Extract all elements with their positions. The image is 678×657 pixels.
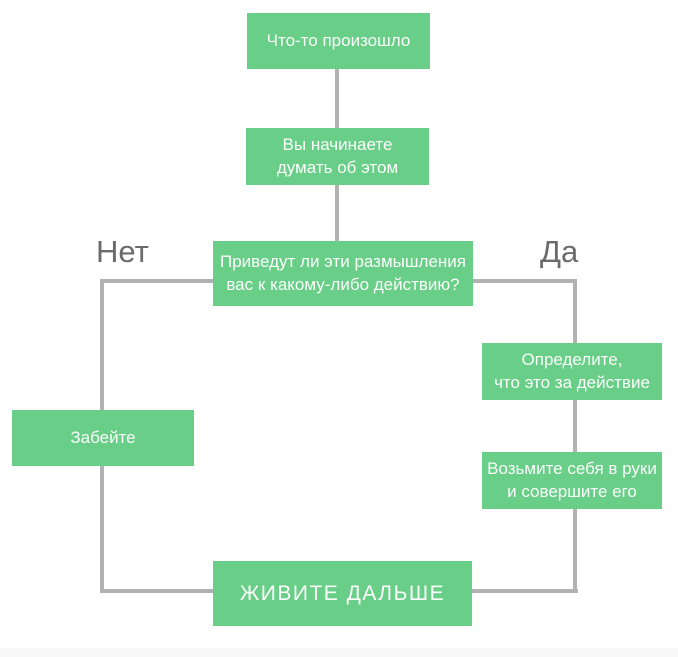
node-forget-label: Забейте	[70, 427, 136, 447]
node-think-line1: Вы начинаете	[282, 135, 393, 155]
node-define-line2: что это за действие	[494, 372, 650, 392]
connector-yes-horizontal	[473, 279, 577, 283]
node-forget: Забейте	[12, 410, 194, 466]
node-act-line2: и совершите его	[507, 481, 637, 501]
branch-label-no: Нет	[96, 234, 149, 269]
node-decision-line2: вас к какому-либо действию?	[226, 274, 460, 294]
node-decision-line1: Приведут ли эти размышления	[220, 252, 466, 272]
connector-no-horizontal	[100, 279, 213, 283]
branch-label-yes: Да	[540, 234, 579, 269]
page-bottom-band	[0, 648, 678, 657]
node-end-label: ЖИВИТЕ ДАЛЬШЕ	[239, 581, 446, 605]
connector-start-think	[335, 69, 339, 128]
node-act: Возьмите себя в руки и совершите его	[482, 452, 662, 509]
node-think: Вы начинаете думать об этом	[246, 128, 429, 185]
node-end: ЖИВИТЕ ДАЛЬШЕ	[213, 561, 472, 626]
node-define: Определите, что это за действие	[482, 343, 662, 400]
node-decision: Приведут ли эти размышления вас к какому…	[213, 241, 473, 306]
node-start: Что-то произошло	[247, 13, 430, 69]
connector-yes-vertical	[573, 279, 577, 593]
connector-bottom-left	[100, 589, 213, 593]
connector-think-decision	[335, 184, 339, 241]
node-act-line1: Возьмите себя в руки	[487, 459, 657, 479]
node-think-line2: думать об этом	[276, 157, 399, 177]
node-define-line1: Определите,	[521, 350, 623, 370]
node-start-label: Что-то произошло	[266, 30, 411, 50]
connector-bottom-right	[472, 589, 578, 593]
